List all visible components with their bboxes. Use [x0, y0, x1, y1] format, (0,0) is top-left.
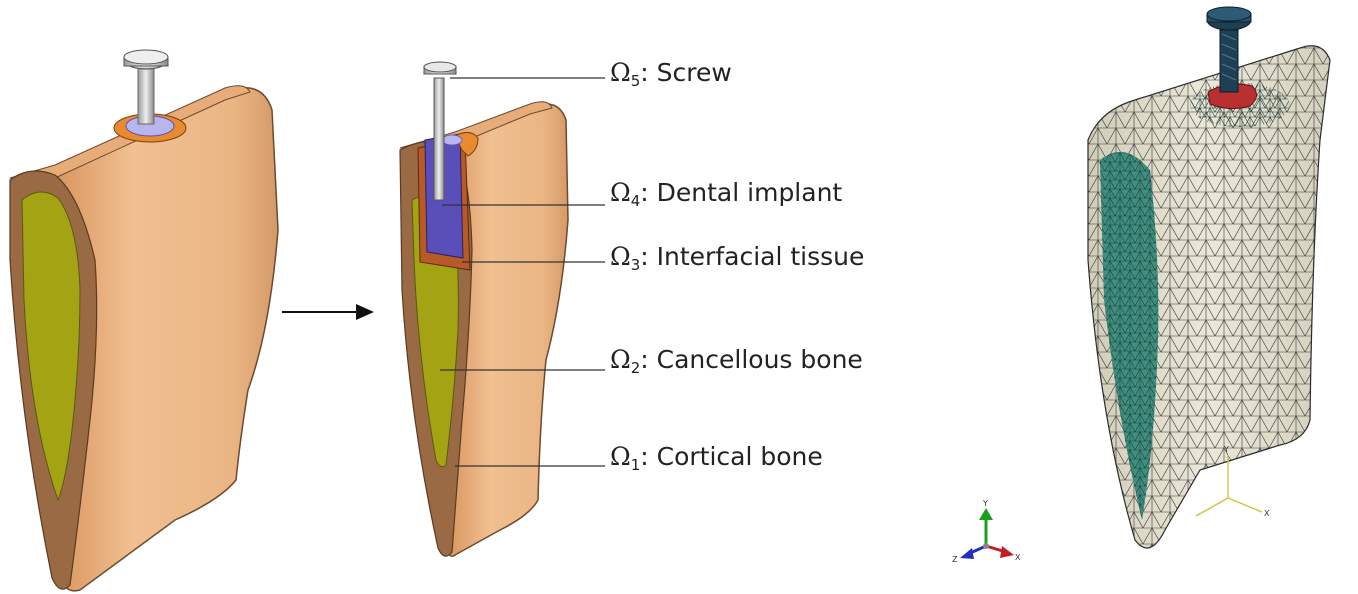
screw-shaft	[434, 78, 444, 200]
screw-head	[424, 62, 456, 72]
label-cortical-bone: Ω1: Cortical bone	[610, 442, 823, 480]
mesh-axis-y-label: Y	[1223, 445, 1229, 454]
label-screw: Ω5: Screw	[610, 58, 732, 96]
coordinate-triad: Y X Z	[952, 499, 1021, 564]
label-cancellous-bone: Ω2: Cancellous bone	[610, 345, 863, 383]
screw-shaft-left	[138, 66, 154, 124]
bone-model-assembled	[10, 50, 278, 591]
triad-z-label: Z	[952, 555, 958, 564]
mesh-axis-x-label: X	[1264, 509, 1270, 518]
bone-model-sectioned	[400, 62, 568, 556]
label-interfacial-tissue: Ω3: Interfacial tissue	[610, 242, 864, 280]
triad-x-label: X	[1015, 553, 1021, 562]
triad-y-label: Y	[982, 499, 988, 508]
fe-mesh-model: Y X	[1080, 7, 1340, 560]
label-dental-implant: Ω4: Dental implant	[610, 178, 842, 216]
